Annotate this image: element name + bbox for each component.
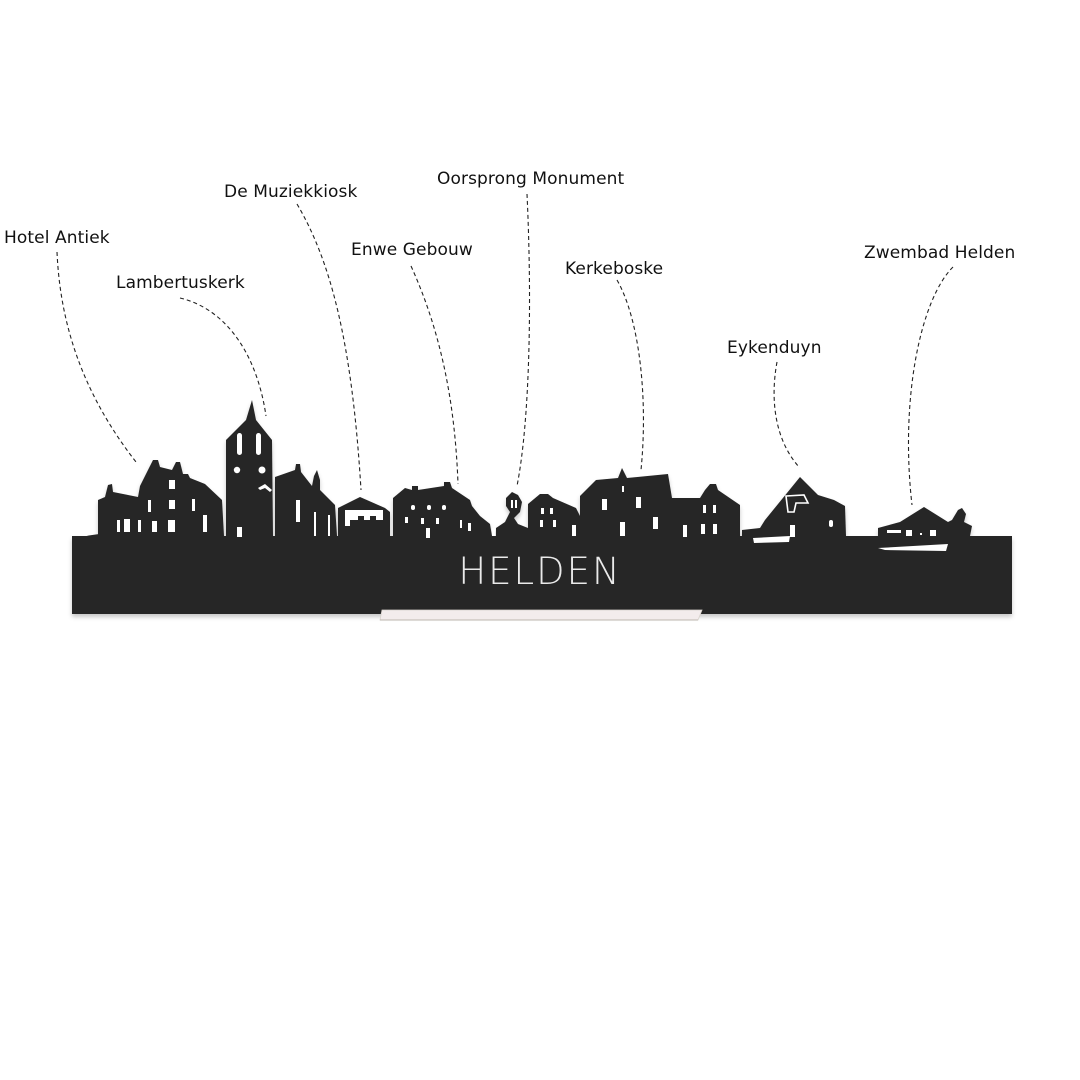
label-hotel-antiek: Hotel Antiek (4, 228, 110, 248)
leader-hotel-antiek (56, 251, 137, 463)
label-de-muziekkiosk: De Muziekkiosk (224, 182, 358, 202)
leader-zwembad (907, 266, 954, 506)
label-lambertuskerk: Lambertuskerk (116, 273, 245, 293)
leader-kerkeboske (616, 279, 644, 471)
label-eykenduyn: Eykenduyn (727, 338, 822, 358)
label-enwe-gebouw: Enwe Gebouw (351, 240, 473, 260)
leader-enwe-gebouw (410, 265, 459, 485)
leader-lambertuskerk (179, 297, 267, 417)
leader-muziekkiosk (296, 203, 362, 491)
leader-oorsprong (516, 193, 531, 487)
city-name-cutout: HELDEN (458, 550, 621, 593)
label-zwembad-helden: Zwembad Helden (864, 243, 1016, 263)
label-kerkeboske: Kerkeboske (565, 259, 664, 279)
label-oorsprong-monument: Oorsprong Monument (437, 169, 625, 189)
leader-eykenduyn (773, 361, 800, 468)
stand (379, 609, 703, 621)
